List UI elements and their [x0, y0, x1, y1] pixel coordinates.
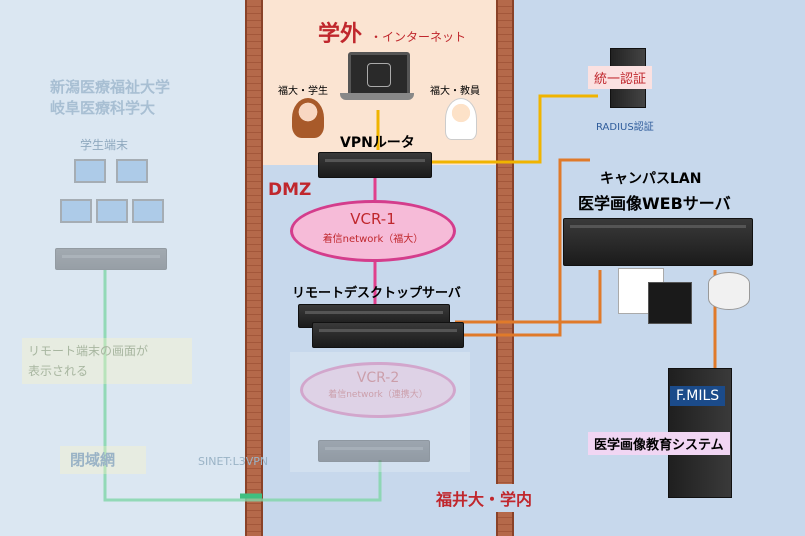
- auth-label: 統一認証: [588, 66, 653, 89]
- partner-university-zone: [0, 0, 245, 536]
- web-server-label: 医学画像WEBサーバ: [578, 194, 731, 213]
- server-web-link: [455, 270, 602, 324]
- edu-system-label: 医学画像教育システム: [588, 432, 730, 455]
- student-terminals-icon: [60, 155, 170, 235]
- student-label: 福大・学生: [278, 86, 328, 97]
- partner-university-2: 岐阜医療科学大: [50, 99, 156, 117]
- teacher-avatar-icon: [445, 98, 477, 140]
- laptop-base: [340, 93, 414, 100]
- vcr2-subtitle: 着信network（連携大）: [328, 390, 428, 400]
- closed-network-tag: [60, 446, 146, 474]
- partner-university-1: 新潟医療福祉大学: [50, 78, 171, 96]
- ct-image-thumbnail-icon: [648, 282, 692, 324]
- dmz-label: DMZ: [268, 180, 312, 200]
- vcr1-subtitle: 着信network（福大）: [322, 234, 424, 245]
- closed-network-link: [103, 270, 382, 502]
- firewall-left: [245, 0, 263, 536]
- vcr1-title: VCR-1: [350, 210, 396, 228]
- fmils-label: F.MILS: [670, 386, 726, 406]
- remote-screen-line2: 表示される: [28, 364, 89, 378]
- laptop-icon: [348, 52, 410, 96]
- vpn-router-device: [318, 152, 432, 178]
- vcr1-node: VCR-1 着信network（福大）: [290, 200, 456, 262]
- vcr2-node: VCR-2 着信network（連携大）: [300, 362, 456, 418]
- remote-screen-line1: リモート端末の画面が: [28, 344, 149, 358]
- server-lan-link: [455, 158, 590, 337]
- cylinder-scan-icon: [708, 272, 750, 310]
- student-terminal-label: 学生端末: [80, 138, 129, 152]
- remote-screen-note: [22, 338, 192, 384]
- outside-title: 学外: [318, 22, 363, 47]
- remote-desktop-label: リモートデスクトップサーバ: [292, 286, 461, 301]
- web-server-device: [563, 218, 753, 266]
- vcr2-router-device: [318, 440, 430, 462]
- firewall-right: [496, 0, 514, 536]
- auth-link: [430, 94, 598, 164]
- remote-desktop-server-2: [312, 322, 464, 348]
- closed-network-label: 閉域網: [70, 451, 116, 469]
- student-avatar-icon: [292, 98, 324, 138]
- vpn-router-label: VPNルータ: [340, 135, 415, 151]
- campus-lan-label: キャンパスLAN: [600, 171, 702, 187]
- vcr2-title: VCR-2: [356, 370, 400, 386]
- partner-router-device: [55, 248, 167, 270]
- teacher-label: 福大・教員: [430, 86, 480, 97]
- outside-subtitle: ・インターネット: [370, 30, 467, 44]
- inside-label: 福井大・学内: [430, 484, 539, 512]
- face-scan-icon: [367, 63, 391, 87]
- radius-label: RADIUS認証: [596, 122, 654, 133]
- sinet-label: SINET:L3VPN: [198, 455, 269, 468]
